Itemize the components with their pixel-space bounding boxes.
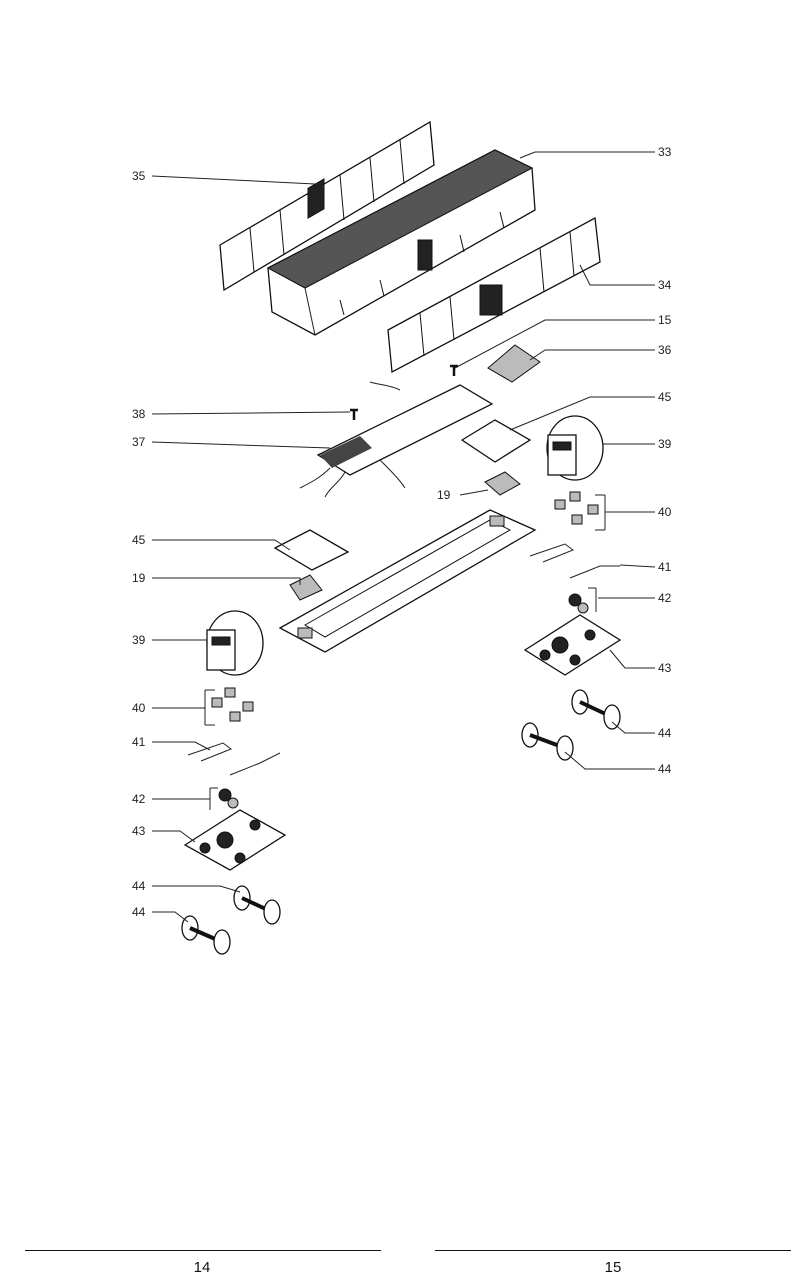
gear-42-left bbox=[218, 788, 239, 809]
label-40: 40 bbox=[132, 701, 146, 715]
spring-41-right bbox=[529, 543, 620, 579]
wheelset-44-d bbox=[181, 915, 231, 955]
label-42: 42 bbox=[658, 591, 672, 605]
circuit-board-37 bbox=[299, 381, 494, 498]
contact-plate-45 bbox=[460, 419, 532, 463]
label-37: 37 bbox=[132, 435, 146, 449]
gear-42-right bbox=[568, 593, 589, 614]
label-15: 15 bbox=[658, 313, 672, 327]
label-39: 39 bbox=[658, 437, 672, 451]
wheelset-44-c bbox=[233, 885, 281, 925]
light-cover-36 bbox=[487, 344, 541, 383]
bracket-19 bbox=[484, 471, 521, 496]
chassis-frame bbox=[278, 509, 537, 653]
label-43: 43 bbox=[658, 661, 672, 675]
motor-39-right bbox=[546, 415, 604, 481]
bushings-40-left bbox=[211, 687, 254, 722]
motor-39-left bbox=[206, 610, 264, 676]
wheelset-44-b bbox=[521, 722, 574, 761]
label-41: 41 bbox=[132, 735, 146, 749]
screw-15 bbox=[450, 364, 458, 376]
page-number-right: 15 bbox=[604, 1259, 622, 1276]
label-44: 44 bbox=[658, 762, 672, 776]
label-36: 36 bbox=[658, 343, 672, 357]
label-43: 43 bbox=[132, 824, 146, 838]
label-41: 41 bbox=[658, 560, 672, 574]
leader-lines bbox=[151, 151, 656, 923]
label-34: 34 bbox=[658, 278, 672, 292]
label-19: 19 bbox=[132, 571, 146, 585]
page-number-left: 14 bbox=[193, 1259, 211, 1276]
label-44: 44 bbox=[658, 726, 672, 740]
footer-rule-right bbox=[435, 1250, 791, 1251]
bogie-43-right bbox=[523, 614, 622, 676]
footer-rule-left bbox=[25, 1250, 381, 1251]
label-39: 39 bbox=[132, 633, 146, 647]
screw-38 bbox=[350, 408, 358, 420]
label-19: 19 bbox=[437, 488, 451, 502]
side-panel-34 bbox=[387, 216, 601, 374]
label-38: 38 bbox=[132, 407, 146, 421]
label-42: 42 bbox=[132, 792, 146, 806]
side-panel-35 bbox=[219, 120, 435, 292]
label-45: 45 bbox=[132, 533, 146, 547]
label-44: 44 bbox=[132, 879, 146, 893]
spring-41-left bbox=[187, 742, 281, 776]
label-40: 40 bbox=[658, 505, 672, 519]
coach-body-33 bbox=[266, 149, 536, 336]
bogie-43-left bbox=[183, 809, 287, 871]
wheelset-44-a bbox=[571, 689, 621, 730]
label-35: 35 bbox=[132, 169, 146, 183]
bushings-40-right bbox=[554, 491, 599, 525]
label-33: 33 bbox=[658, 145, 672, 159]
part-labels: 35 33 34 15 36 45 38 37 39 19 40 45 41 1… bbox=[132, 145, 672, 919]
label-44: 44 bbox=[132, 905, 146, 919]
contact-plate-45-left bbox=[273, 529, 350, 571]
bracket-19-left bbox=[289, 574, 323, 601]
label-45: 45 bbox=[658, 390, 672, 404]
